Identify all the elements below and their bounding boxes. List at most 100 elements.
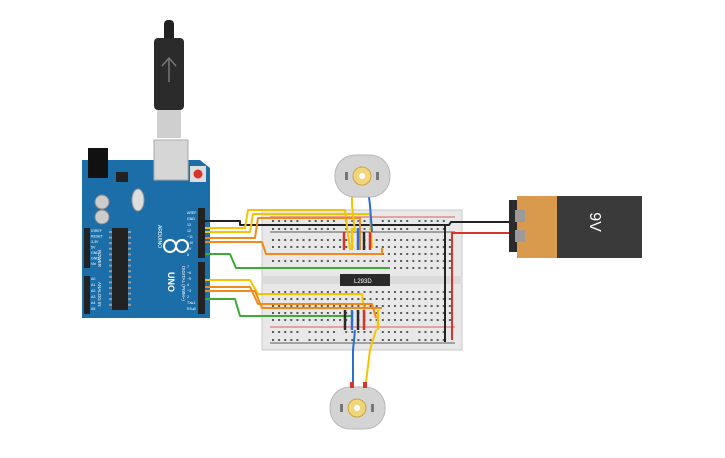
dc-motor-top[interactable] bbox=[334, 154, 391, 198]
terminal-hole bbox=[418, 260, 421, 262]
capacitor bbox=[94, 209, 110, 225]
terminal-hole bbox=[424, 305, 427, 307]
terminal-hole bbox=[418, 305, 421, 307]
terminal-hole bbox=[430, 319, 433, 321]
terminal-hole bbox=[333, 305, 335, 307]
terminal-hole bbox=[369, 312, 372, 314]
battery-body bbox=[557, 196, 642, 258]
terminal-hole bbox=[387, 312, 390, 314]
terminal-hole bbox=[412, 253, 415, 255]
terminal-hole bbox=[400, 312, 403, 314]
terminal-hole bbox=[308, 260, 311, 262]
terminal-hole bbox=[381, 291, 384, 293]
terminal-hole bbox=[314, 319, 317, 321]
arduino-brand: ARDUINO bbox=[156, 225, 162, 248]
rail-hole bbox=[308, 220, 311, 222]
dc-motor-bottom[interactable] bbox=[329, 382, 386, 430]
chip-pin bbox=[128, 303, 131, 306]
usb-cable[interactable] bbox=[154, 20, 184, 138]
chip-pins bbox=[109, 231, 131, 306]
wire-motor-bottom-yellow[interactable] bbox=[365, 329, 377, 383]
terminal-hole bbox=[320, 239, 323, 241]
terminal-hole bbox=[326, 312, 329, 314]
pin-label: 8 bbox=[187, 253, 189, 257]
wires[interactable] bbox=[205, 189, 512, 383]
pin-label: ~5 bbox=[187, 277, 191, 281]
chip-pin bbox=[109, 242, 112, 245]
rail-hole bbox=[400, 331, 403, 333]
terminal-hole bbox=[436, 312, 439, 314]
terminal-hole bbox=[326, 291, 329, 293]
chip-pin bbox=[109, 259, 112, 261]
terminal-hole bbox=[400, 267, 403, 269]
terminal-hole bbox=[412, 239, 415, 241]
terminal-hole bbox=[333, 239, 335, 241]
terminal-hole bbox=[284, 312, 287, 314]
terminal-hole bbox=[387, 239, 390, 241]
terminal-hole bbox=[296, 319, 299, 321]
wire-black-gnd[interactable] bbox=[205, 220, 440, 226]
wire-orange-4[interactable] bbox=[205, 290, 382, 309]
rail-hole bbox=[333, 228, 335, 230]
wire-green-2[interactable] bbox=[205, 298, 352, 317]
chip-pin bbox=[109, 264, 112, 267]
power-label: POWER bbox=[97, 250, 102, 268]
rail-hole bbox=[394, 339, 396, 341]
rail-hole bbox=[345, 339, 348, 341]
chip-pin bbox=[128, 242, 131, 245]
chip-pin bbox=[128, 270, 131, 273]
terminal-hole bbox=[430, 305, 433, 307]
wire-green-1[interactable] bbox=[205, 253, 390, 269]
l293d-chip[interactable]: L293D bbox=[340, 274, 390, 286]
rail-hole bbox=[406, 331, 409, 333]
wire-yellow-3[interactable] bbox=[205, 279, 366, 319]
terminal-hole bbox=[406, 246, 409, 248]
terminal-hole bbox=[375, 239, 378, 241]
terminal-hole bbox=[308, 239, 311, 241]
terminal-hole bbox=[387, 291, 390, 293]
rail-hole bbox=[418, 331, 421, 333]
pin-label: 3.3V bbox=[91, 240, 99, 244]
terminal-hole bbox=[448, 253, 451, 255]
terminal-hole bbox=[381, 260, 384, 262]
battery-9v[interactable]: 9V bbox=[509, 196, 642, 258]
terminal-hole bbox=[314, 298, 317, 300]
wire-orange-1[interactable] bbox=[205, 217, 361, 250]
terminal-hole bbox=[345, 239, 348, 241]
rail-hole bbox=[351, 220, 354, 222]
terminal-hole bbox=[430, 246, 433, 248]
rail-hole bbox=[296, 331, 299, 333]
terminal-hole bbox=[400, 305, 403, 307]
rail-hole bbox=[272, 339, 274, 341]
terminal-hole bbox=[314, 246, 317, 248]
rail-hole bbox=[278, 331, 281, 333]
terminal-hole bbox=[345, 291, 348, 293]
terminal-hole bbox=[278, 312, 281, 314]
terminal-hole bbox=[333, 312, 335, 314]
wire-yellow-1[interactable] bbox=[205, 209, 351, 251]
terminal-hole bbox=[394, 267, 396, 269]
chip-pin bbox=[109, 236, 112, 239]
terminal-hole bbox=[357, 298, 360, 300]
rail-hole bbox=[430, 228, 433, 230]
terminal-hole bbox=[442, 319, 445, 321]
terminal-hole bbox=[302, 239, 305, 241]
terminal-hole bbox=[430, 239, 433, 241]
terminal-hole bbox=[290, 305, 293, 307]
terminal-hole bbox=[351, 260, 354, 262]
wire-motor-bottom-blue[interactable] bbox=[352, 329, 356, 382]
power-header bbox=[84, 228, 90, 268]
rail-hole bbox=[430, 220, 433, 222]
wire-battery-red[interactable] bbox=[451, 232, 512, 340]
terminal-hole bbox=[290, 298, 293, 300]
wire-orange-2[interactable] bbox=[205, 241, 383, 255]
terminal-hole bbox=[375, 298, 378, 300]
terminal-hole bbox=[308, 312, 311, 314]
terminal-hole bbox=[296, 305, 299, 307]
rail-hole bbox=[381, 228, 384, 230]
rail-hole bbox=[296, 220, 299, 222]
